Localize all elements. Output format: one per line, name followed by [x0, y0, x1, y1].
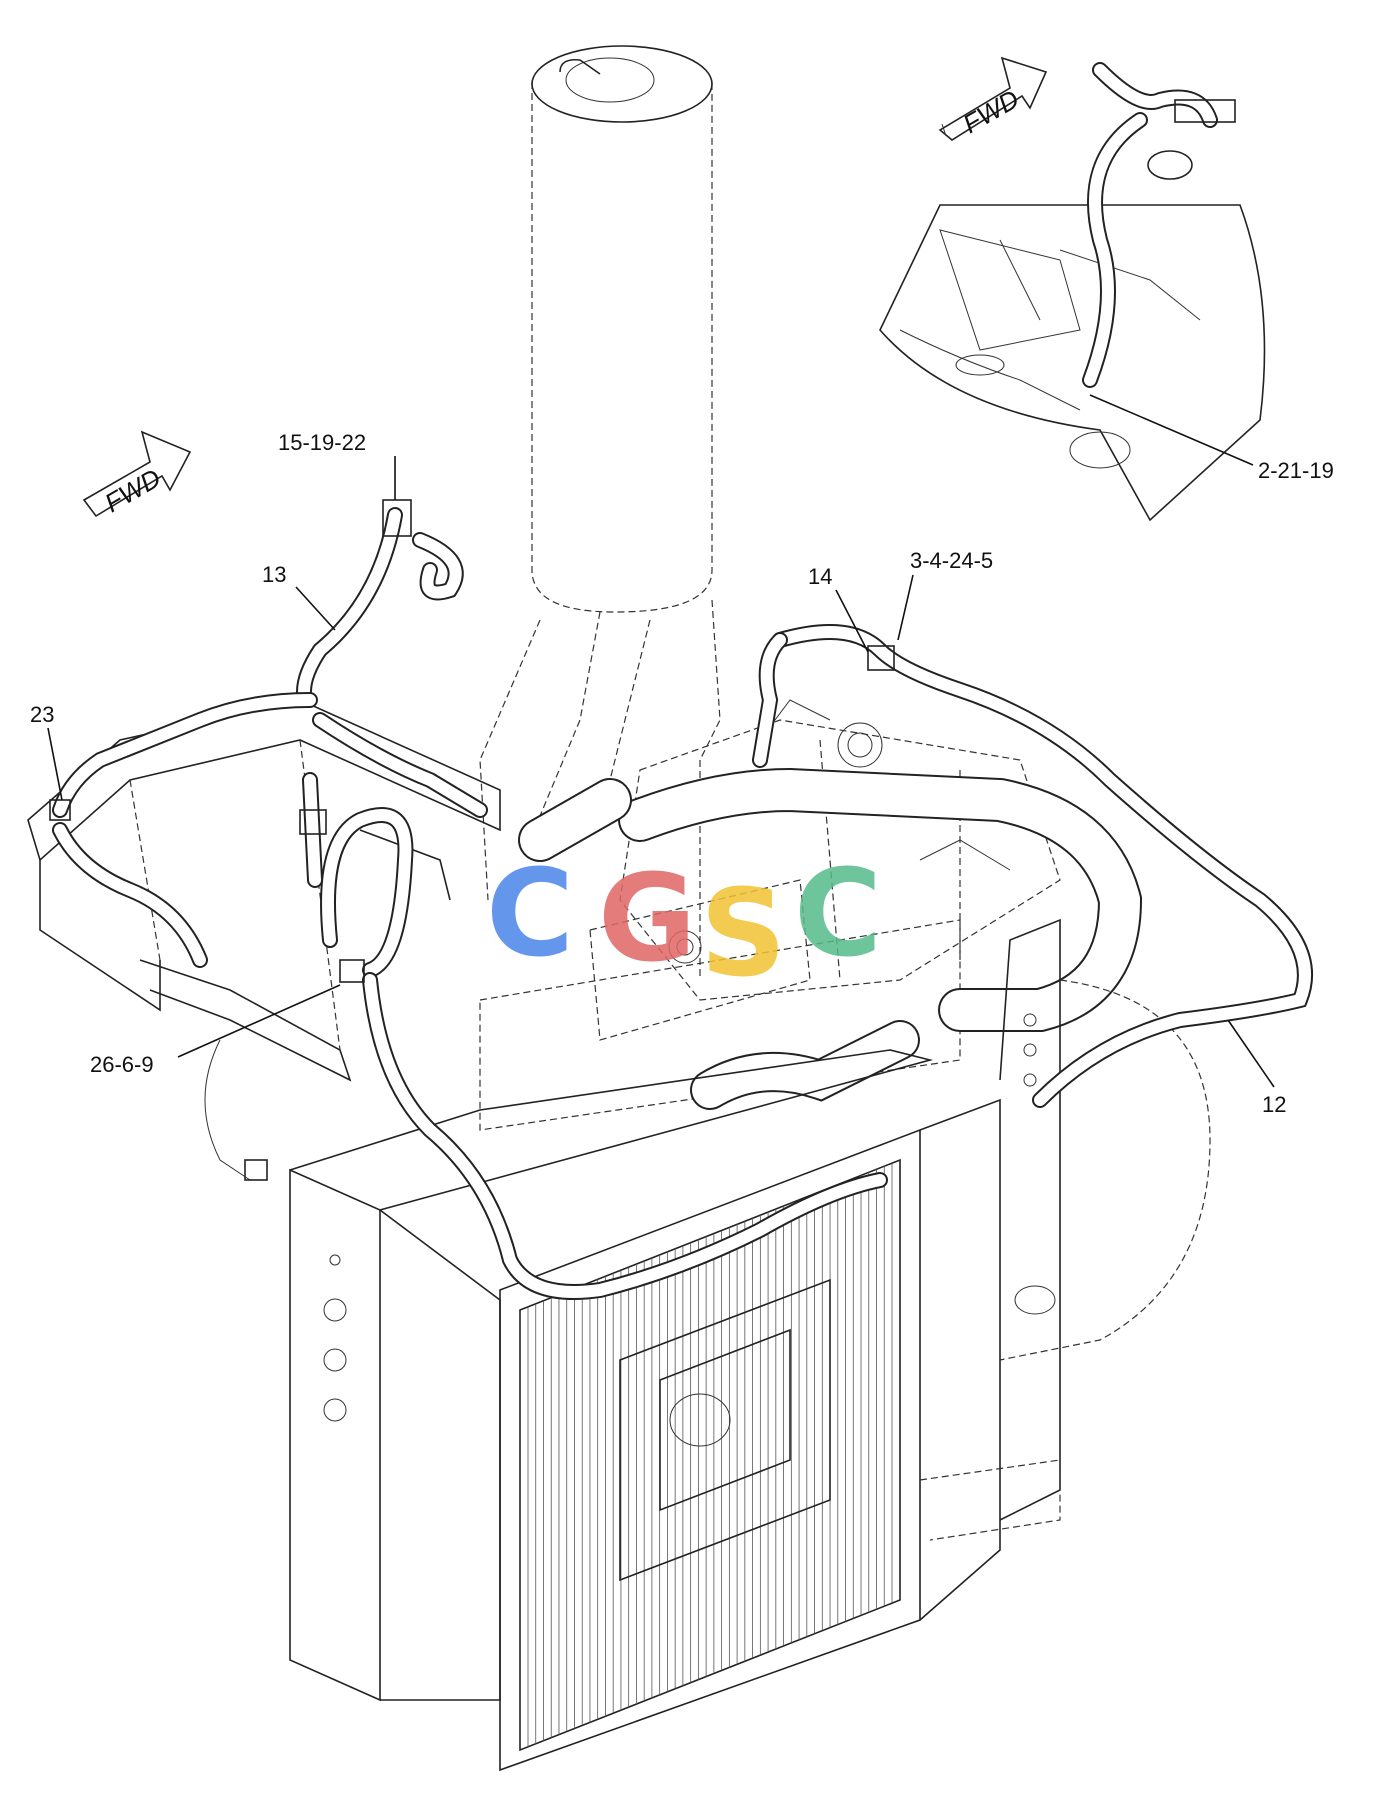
watermark-logo: C G S C [486, 845, 882, 1004]
wiring-harness [49, 499, 1313, 1300]
fwd-label-main: FWD [100, 463, 166, 519]
callout-12: 12 [1262, 1092, 1286, 1117]
watermark-letter-s: S [700, 865, 786, 1004]
watermark-letter-c2: C [794, 845, 882, 984]
exhaust-muffler [479, 45, 721, 901]
leader-lines [47, 394, 1275, 1088]
callout-15-19-22: 15-19-22 [278, 430, 366, 455]
callout-14: 14 [808, 564, 832, 589]
callout-26-6-9: 26-6-9 [90, 1052, 154, 1077]
radiator [289, 918, 1211, 1772]
engine-block [479, 699, 1061, 1131]
callout-13: 13 [262, 562, 286, 587]
fwd-arrow-upper-right: FWD [938, 56, 1048, 141]
callout-3-4-24-5: 3-4-24-5 [910, 548, 993, 573]
callout-23: 23 [30, 702, 54, 727]
callout-2-21-19: 2-21-19 [1258, 458, 1334, 483]
watermark-letter-c1: C [486, 845, 574, 984]
fwd-label-inset: FWD [958, 84, 1024, 140]
watermark-letter-g: G [598, 850, 697, 989]
large-hoses [518, 767, 1143, 1110]
inset-detail-view [879, 62, 1266, 522]
radiator-fins [527, 1163, 893, 1747]
fwd-arrow-left: FWD [82, 430, 192, 519]
